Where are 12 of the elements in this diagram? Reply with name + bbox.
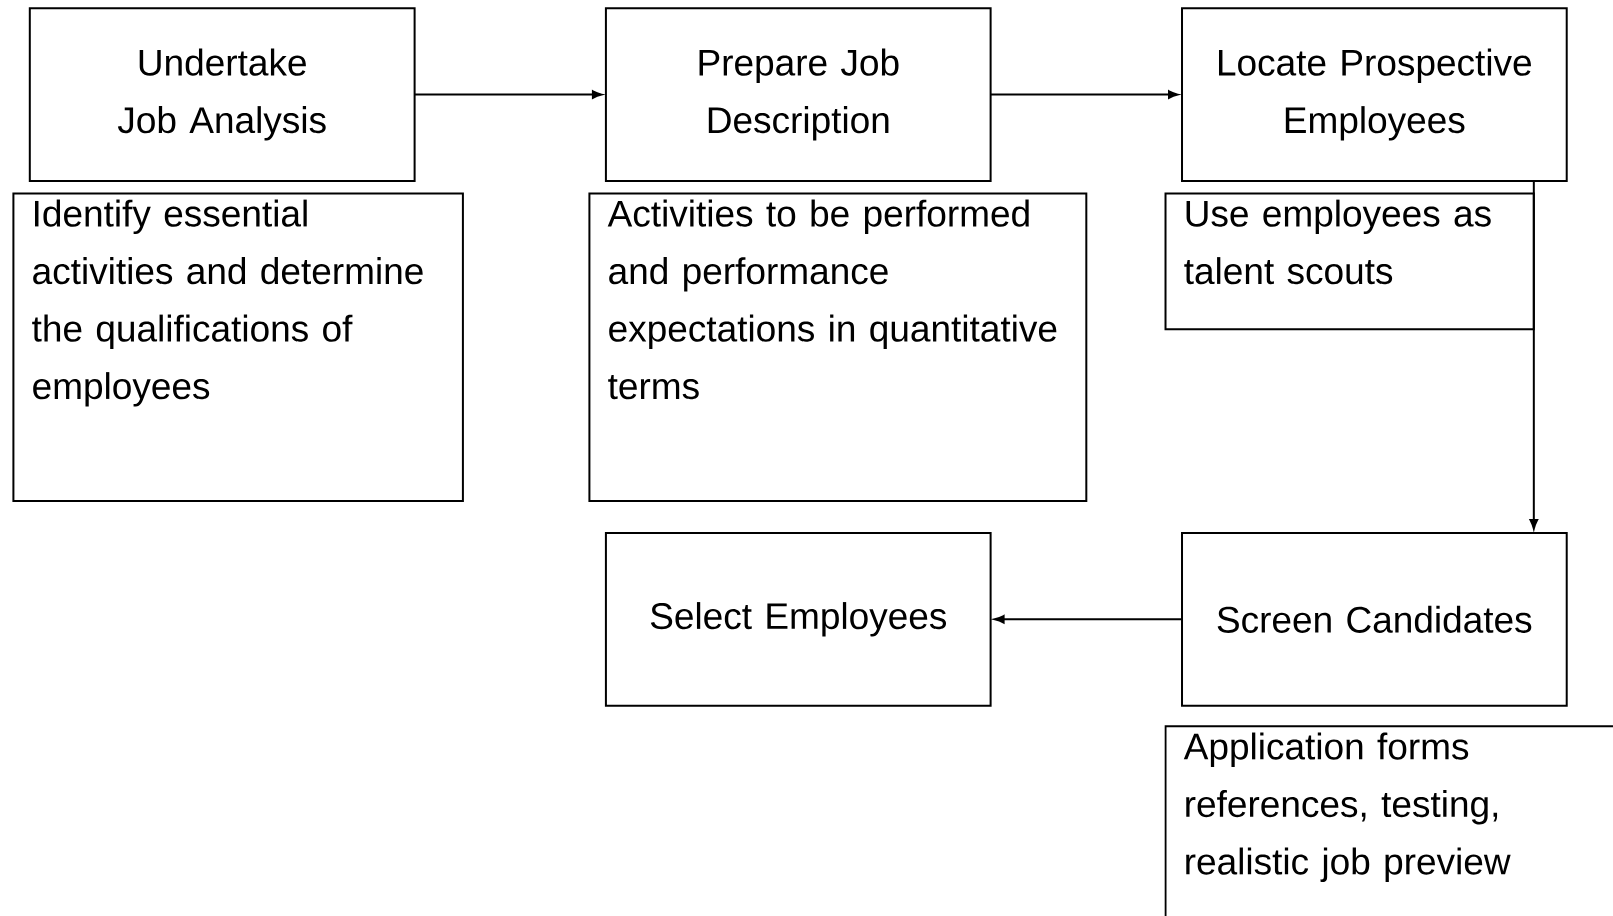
step-box: Screen Candidates	[1181, 531, 1568, 707]
description-box: Use employees as talent scouts	[1164, 192, 1535, 331]
step-box: Undertake Job Analysis	[28, 7, 416, 183]
description-box: Application forms references, testing, realistic job preview	[1164, 725, 1613, 916]
arrow	[993, 615, 1183, 624]
arrow	[413, 90, 603, 99]
description-box: Activities to be performed and performance expectations in quantitative terms	[588, 192, 1088, 502]
step-box: Locate Prospective Employees	[1181, 7, 1568, 183]
step-box: Select Employees	[604, 531, 992, 707]
arrow	[1529, 180, 1539, 530]
description-box: Identify essential activities and determine the qualifications of employees	[12, 192, 464, 502]
step-box: Prepare Job Description	[604, 7, 992, 183]
